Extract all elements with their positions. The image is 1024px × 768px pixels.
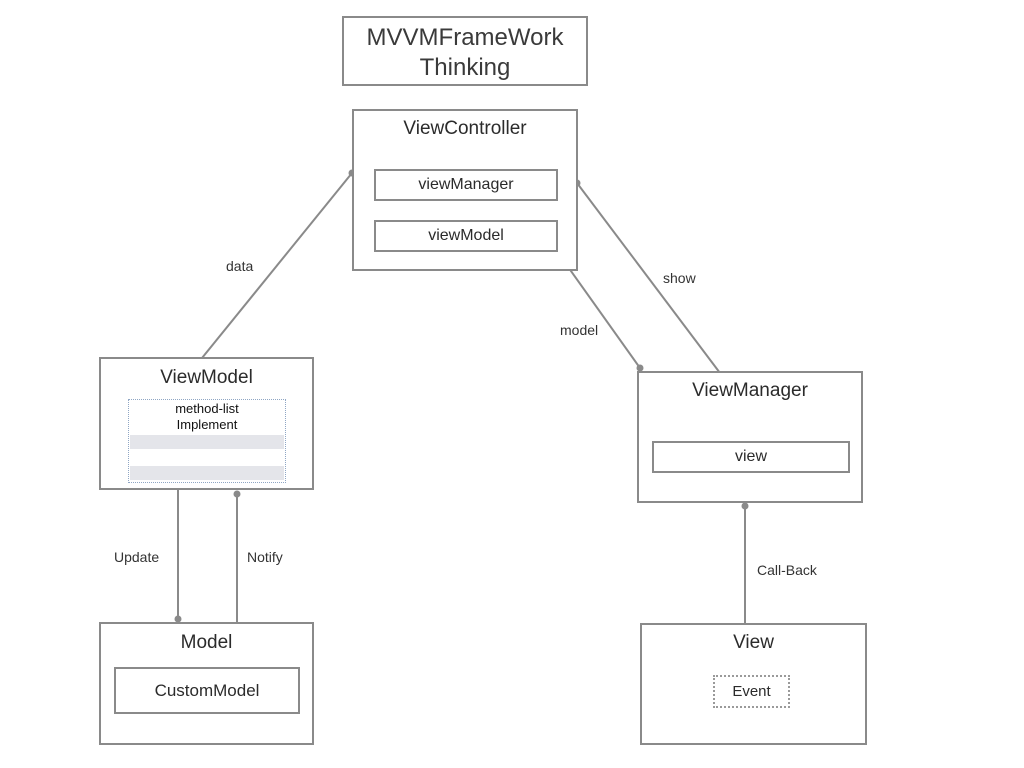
update-edge-label: Update xyxy=(114,549,160,565)
data-edge-label: data xyxy=(226,258,254,274)
model-edge-label: model xyxy=(560,322,599,338)
view-manager-box: ViewManager view xyxy=(637,371,863,503)
view-controller-view-model-field: viewModel xyxy=(374,220,558,252)
model-title: Model xyxy=(180,632,233,653)
data-connector-line xyxy=(201,172,353,359)
method-list-label: method-list Implement xyxy=(129,401,285,433)
notify-connector-dot xyxy=(233,490,241,498)
view-box: View Event xyxy=(640,623,867,745)
show-connector-line xyxy=(576,182,721,374)
method-list-line-2: Implement xyxy=(176,417,238,432)
method-list-stripe xyxy=(130,435,284,449)
model-box: Model CustomModel xyxy=(99,622,314,745)
view-title: View xyxy=(733,632,774,653)
show-edge-label: show xyxy=(663,270,696,286)
update-connector-dot xyxy=(174,615,182,623)
diagram-title-box: MVVMFrameWork Thinking xyxy=(342,16,588,86)
call-back-edge-label: Call-Back xyxy=(757,562,817,578)
view-controller-box: ViewController viewManager viewModel xyxy=(352,109,578,271)
call-back-connector-dot xyxy=(741,502,749,510)
diagram-title-line-1: MVVMFrameWork xyxy=(366,24,564,51)
method-list-panel: method-list Implement xyxy=(128,399,286,483)
view-controller-title: ViewController xyxy=(403,118,527,139)
custom-model-field: CustomModel xyxy=(114,667,300,714)
view-controller-view-manager-field: viewManager xyxy=(374,169,558,201)
view-manager-title: ViewManager xyxy=(692,380,808,401)
event-box: Event xyxy=(713,675,790,708)
view-model-title: ViewModel xyxy=(160,367,253,388)
view-model-box: ViewModel method-list Implement xyxy=(99,357,314,490)
notify-edge-label: Notify xyxy=(247,549,283,565)
diagram-title-line-2: Thinking xyxy=(419,54,511,81)
method-list-stripe xyxy=(130,466,284,480)
method-list-line-1: method-list xyxy=(175,401,239,416)
model-connector-dot xyxy=(636,364,644,372)
view-manager-view-field: view xyxy=(652,441,850,473)
